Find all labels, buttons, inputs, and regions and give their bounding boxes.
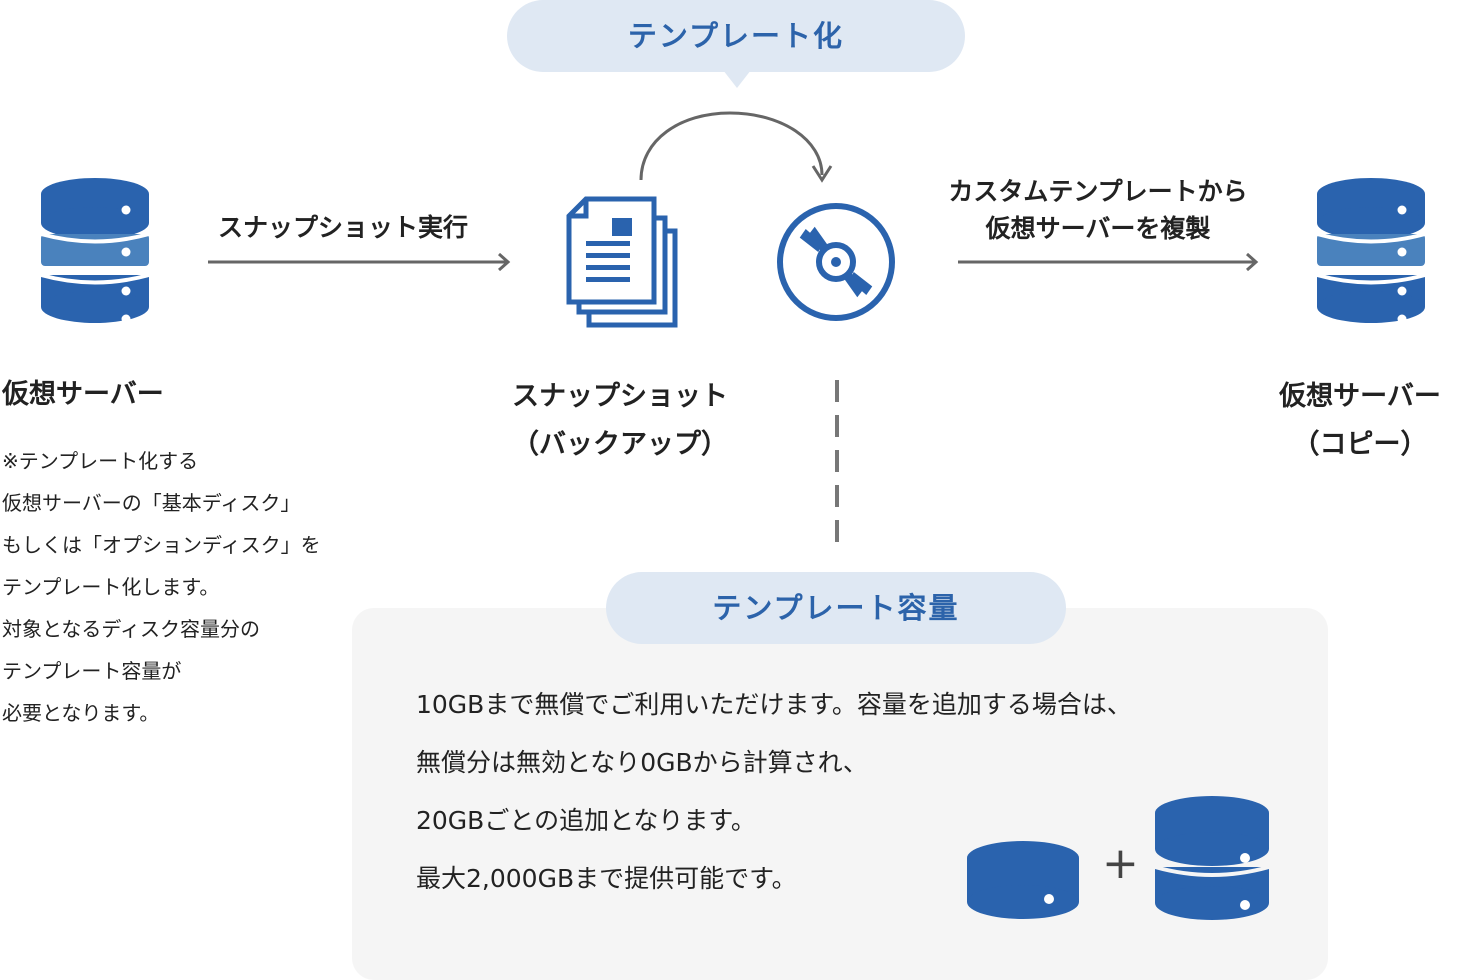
source-server-icon (40, 178, 150, 324)
clone-label: カスタムテンプレートから 仮想サーバーを複製 (928, 173, 1268, 247)
capacity-badge-label: テンプレート容量 (712, 591, 960, 625)
note-line: ※テンプレート化する (2, 449, 199, 473)
template-badge: テンプレート化 (507, 0, 965, 72)
copy-server-label: 仮想サーバー (1279, 381, 1441, 412)
capacity-badge: テンプレート容量 (606, 572, 1066, 644)
capacity-line: 20GBごとの追加となります。 (416, 806, 756, 835)
arrow-icon (958, 252, 1259, 272)
capacity-panel (352, 608, 1328, 980)
clone-label-line1: カスタムテンプレートから (948, 177, 1248, 206)
double-disk-icon (1154, 796, 1270, 920)
plus-icon: + (1102, 838, 1139, 889)
disc-icon (777, 203, 895, 321)
template-badge-pointer (723, 70, 751, 88)
copy-server-sublabel: （コピー） (1292, 429, 1428, 460)
snapshot-run-label: スナップショット実行 (218, 213, 469, 242)
capacity-line: 無償分は無効となり0GBから計算され、 (416, 748, 868, 777)
snapshot-label: スナップショット (512, 381, 728, 412)
capacity-description: 10GBまで無償でご利用いただけます。容量を追加する場合は、 無償分は無効となり… (416, 676, 1132, 908)
template-badge-label: テンプレート化 (627, 19, 845, 53)
note-line: もしくは「オプションディスク」を (2, 533, 321, 557)
note-line: テンプレート化します。 (2, 575, 220, 599)
note-line: 必要となります。 (2, 701, 160, 725)
capacity-line: 10GBまで無償でご利用いただけます。容量を追加する場合は、 (416, 690, 1132, 719)
dashed-connector (835, 380, 839, 552)
copy-server-icon (1316, 178, 1426, 324)
note-line: 対象となるディスク容量分の (2, 617, 260, 641)
documents-icon (566, 196, 678, 328)
source-server-label: 仮想サーバー (2, 379, 164, 410)
note-line: 仮想サーバーの「基本ディスク」 (2, 491, 301, 515)
clone-label-line2: 仮想サーバーを複製 (985, 214, 1211, 243)
template-note: ※テンプレート化する 仮想サーバーの「基本ディスク」 もしくは「オプションディス… (2, 440, 321, 734)
note-line: テンプレート容量が (2, 659, 182, 683)
arrow-icon (208, 252, 511, 272)
snapshot-sublabel: （バックアップ） (512, 429, 728, 460)
single-disk-icon (967, 841, 1079, 919)
capacity-line: 最大2,000GBまで提供可能です。 (416, 864, 797, 893)
